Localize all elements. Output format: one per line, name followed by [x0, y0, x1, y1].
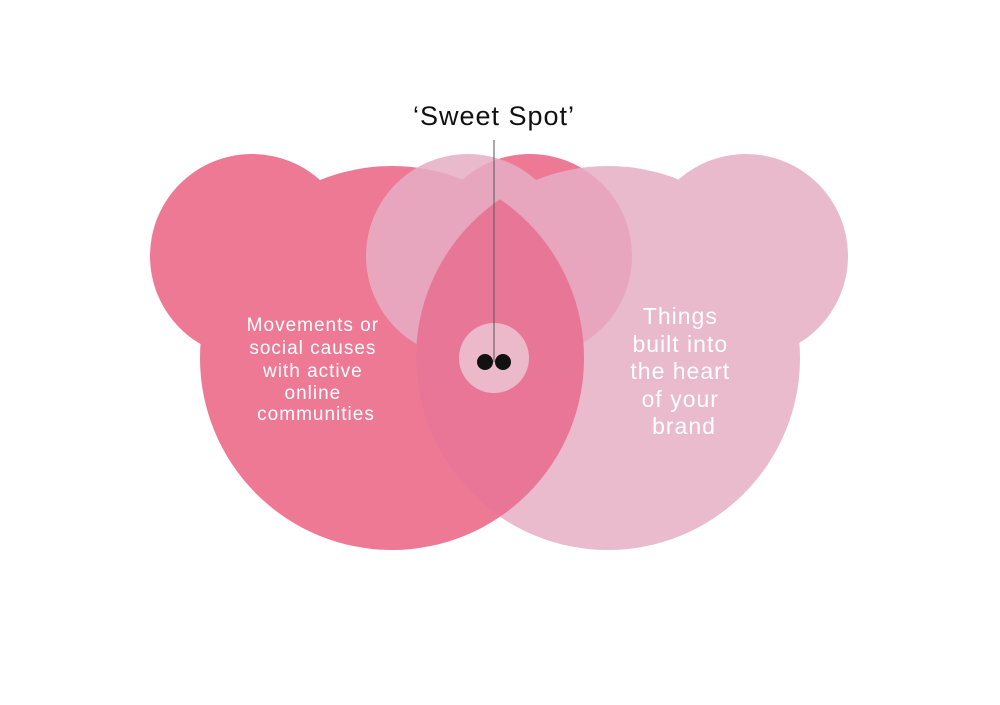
eye-right: [495, 354, 511, 370]
sweet-spot-label: ‘Sweet Spot’: [413, 101, 575, 131]
right-set-label: Things built into the heart of your bran…: [630, 303, 737, 439]
left-set-label: Movements or social causes with active o…: [247, 315, 386, 425]
overlap-region: [416, 166, 584, 550]
eye-left: [477, 354, 493, 370]
